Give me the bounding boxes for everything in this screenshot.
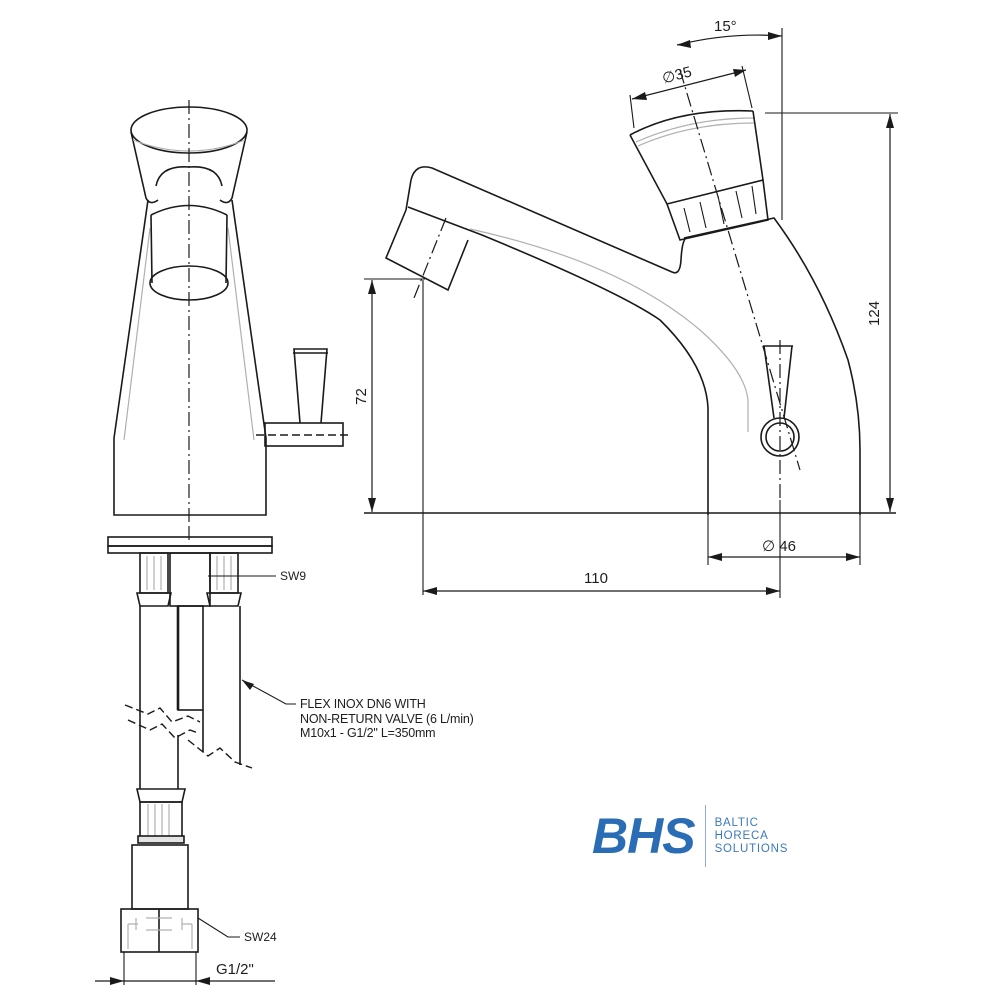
base-diameter-dimension: ∅ 46	[762, 538, 796, 555]
hose-note-line-3: M10x1 - G1/2" L=350mm	[300, 726, 436, 740]
thread-size-label: G1/2"	[216, 961, 254, 978]
hose-note: FLEX INOX DN6 WITH NON-RETURN VALVE (6 L…	[300, 697, 474, 741]
hose-note-line-2: NON-RETURN VALVE (6 L/min)	[300, 711, 474, 726]
logo-line-3: SOLUTIONS	[714, 842, 789, 855]
logo-line-2: HORECA	[714, 829, 769, 842]
logo-mark: BHS	[592, 808, 696, 864]
hose-note-line-1: FLEX INOX DN6 WITH	[300, 697, 426, 711]
logo-separator	[704, 805, 706, 867]
bhs-logo: BHS BALTIC HORECA SOLUTIONS	[592, 805, 788, 867]
angle-dimension: 15°	[714, 18, 737, 35]
logo-line-1: BALTIC	[714, 816, 759, 829]
spout-reach-dimension: 110	[584, 570, 608, 587]
front-view	[113, 100, 350, 528]
logo-company-name: BALTIC HORECA SOLUTIONS	[715, 817, 789, 856]
side-view	[364, 28, 898, 598]
underside-connection	[95, 528, 296, 985]
total-height-dimension: 124	[866, 300, 884, 327]
sw24-label: SW24	[244, 930, 277, 944]
sw9-label: SW9	[280, 569, 307, 583]
spout-height-dimension: 72	[352, 388, 370, 405]
